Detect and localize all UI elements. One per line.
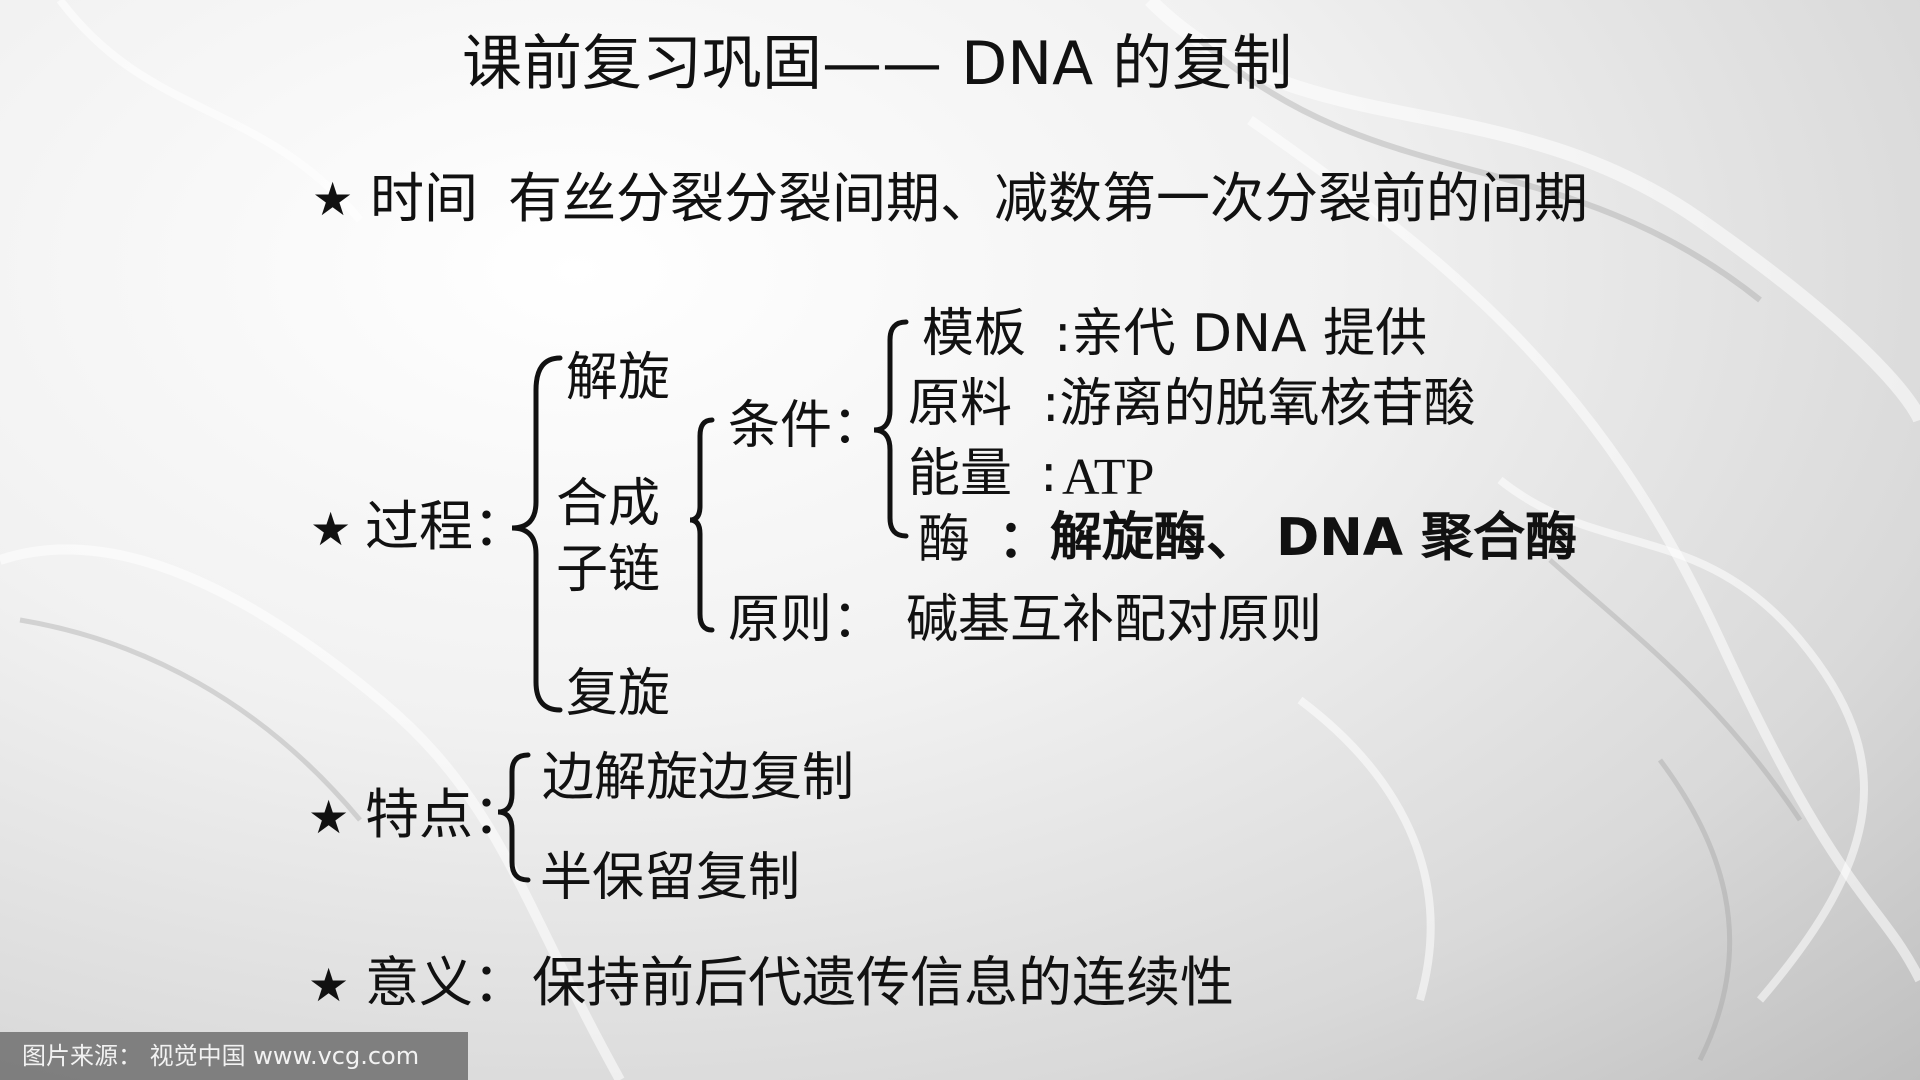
principle-value: 碱基互补配对原则 <box>906 590 1323 650</box>
template-value: :亲代 DNA 提供 <box>1054 304 1428 364</box>
material-value: :游离的脱氧核苷酸 <box>1042 374 1476 434</box>
time-label: 时间 <box>370 167 478 230</box>
enzyme-value: 解旋酶、 DNA 聚合酶 <box>1050 508 1578 568</box>
template-label: 模板 <box>922 304 1027 364</box>
conditions-label: 条件： <box>728 396 885 456</box>
energy-colon: : <box>1040 444 1058 504</box>
time-text: 有丝分裂分裂间期、减数第一次分裂前的间期 <box>508 167 1588 230</box>
star-icon: ★ <box>312 172 354 226</box>
enzyme-label: 酶 <box>918 510 971 570</box>
feature-item-1: 边解旋边复制 <box>542 748 855 808</box>
process-brace <box>511 355 563 713</box>
significance-value: 保持前后代遗传信息的连续性 <box>532 951 1234 1014</box>
conditions-brace <box>873 319 909 539</box>
feature-item-2: 半保留复制 <box>540 848 801 908</box>
significance-label: 意义： <box>365 951 527 1014</box>
star-icon: ★ <box>308 958 350 1012</box>
features-brace <box>497 752 531 883</box>
features-label: 特点： <box>365 783 527 846</box>
star-icon: ★ <box>308 790 350 844</box>
principle-label: 原则： <box>728 590 885 650</box>
process-label: 过程： <box>365 495 527 558</box>
material-label: 原料 <box>908 374 1013 434</box>
step-synth-line1: 合成 <box>556 474 661 534</box>
energy-label: 能量 <box>908 444 1013 504</box>
star-icon: ★ <box>310 502 352 556</box>
page-title: 课前复习巩固—— DNA 的复制 <box>462 29 1293 99</box>
step-synth-line2: 子链 <box>556 540 661 600</box>
step-unwind: 解旋 <box>566 348 671 408</box>
energy-value: ATP <box>1062 449 1155 506</box>
watermark: 图片来源： 视觉中国 www.vcg.com <box>0 1032 468 1080</box>
synth-brace <box>689 417 715 633</box>
enzyme-colon: ： <box>998 510 1051 570</box>
step-rewind: 复旋 <box>566 664 671 724</box>
